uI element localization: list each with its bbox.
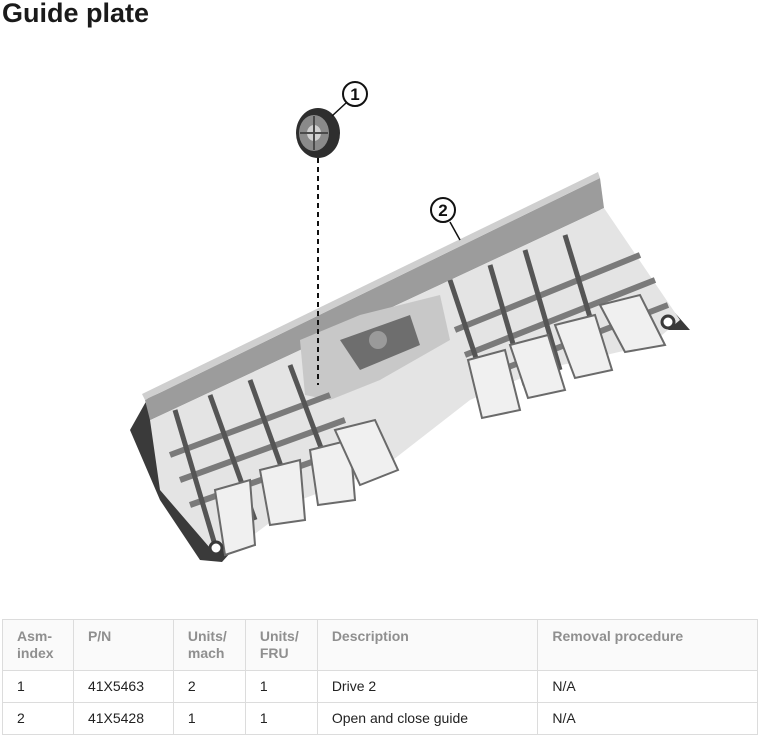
cell-units-mach: 2 [172, 670, 246, 703]
cell-description: Drive 2 [316, 670, 539, 703]
callout-2-label: 2 [438, 201, 447, 220]
guide-plate-part [130, 172, 690, 562]
callout-2: 2 [430, 197, 461, 241]
guide-plate-illustration: 1 2 [130, 81, 690, 562]
table-row: 1 41X5463 2 1 Drive 2 N/A [2, 670, 758, 703]
table-row: 2 41X5428 1 1 Open and close guide N/A [2, 702, 758, 735]
header-units-fru: Units/ FRU [244, 619, 318, 671]
callout-1-label: 1 [350, 85, 359, 104]
cell-asm-index: 1 [2, 670, 74, 703]
callout-1: 1 [331, 81, 368, 117]
cell-pn: 41X5463 [72, 670, 174, 703]
table-header-row: Asm- index P/N Units/ mach Units/ FRU De… [2, 619, 758, 671]
cell-units-mach: 1 [172, 702, 246, 735]
parts-table: Asm- index P/N Units/ mach Units/ FRU De… [2, 619, 758, 735]
header-description: Description [316, 619, 539, 671]
cell-units-fru: 1 [244, 670, 318, 703]
header-removal-procedure: Removal procedure [537, 619, 758, 671]
cell-pn: 41X5428 [72, 702, 174, 735]
cell-asm-index: 2 [2, 702, 74, 735]
cell-removal-procedure: N/A [537, 702, 758, 735]
header-units-mach: Units/ mach [172, 619, 246, 671]
cell-removal-procedure: N/A [537, 670, 758, 703]
cell-units-fru: 1 [244, 702, 318, 735]
header-asm-index: Asm- index [2, 619, 74, 671]
page-title: Guide plate [2, 0, 150, 28]
roller-part [296, 108, 340, 158]
header-pn: P/N [72, 619, 174, 671]
cell-description: Open and close guide [316, 702, 539, 735]
